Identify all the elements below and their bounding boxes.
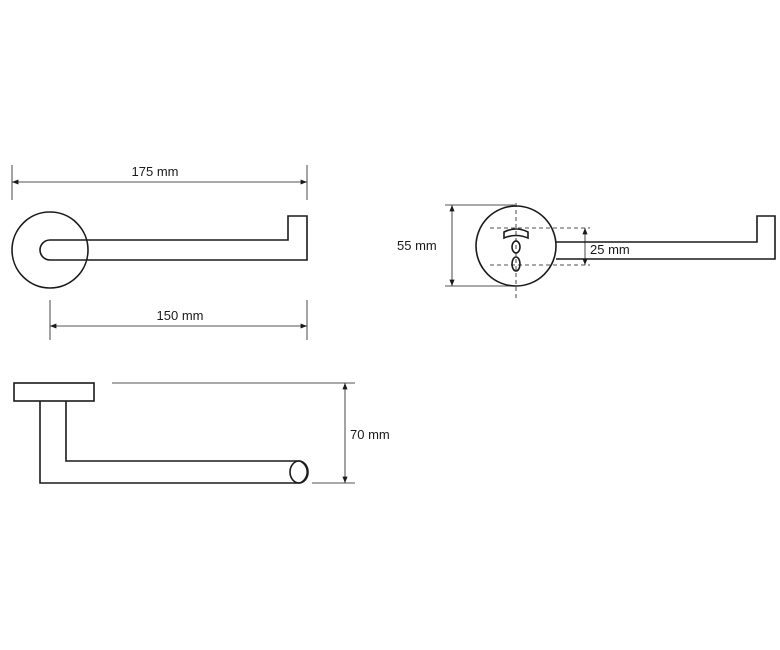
label-175mm: 175 mm bbox=[132, 164, 179, 179]
side-view: 55 mm 25 mm bbox=[397, 203, 776, 298]
arm-end-cap bbox=[289, 460, 309, 484]
label-55mm: 55 mm bbox=[397, 238, 437, 253]
elevation-view: 70 mm bbox=[13, 382, 390, 484]
screw-hole-lower bbox=[511, 256, 521, 272]
wall-plate bbox=[13, 382, 95, 402]
top-view: 175 mm 150 mm bbox=[11, 164, 308, 340]
holder-arm-elevation bbox=[39, 401, 308, 484]
holder-arm-side bbox=[556, 215, 776, 260]
label-25mm: 25 mm bbox=[590, 242, 630, 257]
screw-hole-upper bbox=[511, 240, 521, 254]
holder-arm-top bbox=[39, 215, 308, 261]
label-70mm: 70 mm bbox=[350, 427, 390, 442]
label-150mm: 150 mm bbox=[157, 308, 204, 323]
keyhole-slot bbox=[503, 228, 529, 240]
rosette-circle bbox=[11, 211, 89, 289]
